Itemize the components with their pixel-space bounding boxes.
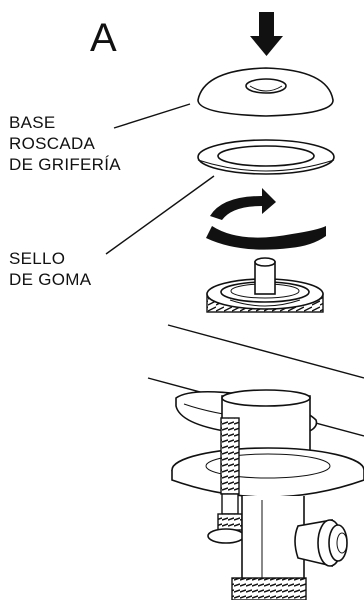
seal-leader-line: [105, 175, 215, 255]
base-label-line-2: ROSCADA: [9, 134, 96, 153]
rotation-arrow-icon: [206, 188, 326, 250]
seal-label-line-1: SELLO: [9, 249, 66, 268]
base-label-line-3: DE GRIFERÍA: [9, 155, 121, 174]
threaded-base: [197, 67, 334, 117]
base-label-line-1: BASE: [9, 113, 56, 132]
down-arrow-icon: [250, 12, 283, 56]
seal-label: SELLO DE GOMA: [9, 248, 91, 290]
valve-body: [171, 389, 364, 601]
valve-top: [206, 257, 324, 313]
base-leader-line: [113, 103, 191, 129]
rubber-seal: [197, 139, 335, 175]
step-letter: A: [90, 16, 117, 60]
seal-label-line-2: DE GOMA: [9, 270, 92, 289]
base-label: BASE ROSCADA DE GRIFERÍA: [9, 112, 121, 175]
